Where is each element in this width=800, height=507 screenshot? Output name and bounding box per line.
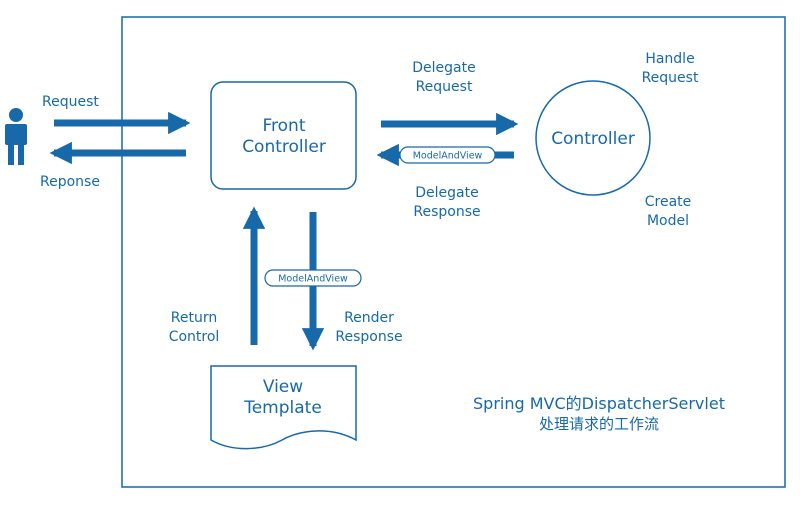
model-and-view-pill-bottom-label: ModelAndView — [278, 274, 348, 285]
request-label: Request — [42, 94, 99, 110]
response-label: Reponse — [40, 174, 100, 190]
person-icon — [5, 108, 27, 165]
model-and-view-pill-top-label: ModelAndView — [413, 151, 483, 162]
delegate-response-label-line1: Delegate — [415, 185, 478, 201]
delegate-request-label-line2: Request — [416, 79, 473, 95]
delegate-request-label-line1: Delegate — [412, 60, 475, 76]
view-template-shape — [210, 365, 357, 450]
render-response-label-line1: Render — [344, 310, 394, 326]
front-controller-label-line1: Front — [263, 116, 306, 136]
return-control-label-line1: Return — [171, 310, 217, 326]
caption-line1: Spring MVC的DispatcherServlet — [473, 394, 725, 413]
delegate-response-label-line2: Response — [413, 204, 480, 220]
render-response-label-line2: Response — [335, 329, 402, 345]
model-and-view-pill-top — [399, 146, 496, 164]
create-model-label-line2: Model — [647, 213, 689, 229]
create-model-label-line1: Create — [645, 194, 692, 210]
view-template-label-line2: Template — [243, 398, 322, 418]
model-and-view-pill-bottom — [264, 269, 362, 287]
front-controller-box — [210, 81, 357, 190]
return-control-label-line2: Control — [169, 329, 220, 345]
controller-label: Controller — [551, 129, 635, 149]
view-template-label-line1: View — [263, 377, 303, 397]
outer-frame — [121, 16, 786, 488]
handle-request-label-line1: Handle — [645, 51, 694, 67]
handle-request-label-line2: Request — [642, 70, 699, 86]
controller-circle — [535, 80, 651, 196]
caption-line2: 处理请求的工作流 — [539, 415, 659, 433]
front-controller-label-line2: Controller — [242, 137, 326, 157]
